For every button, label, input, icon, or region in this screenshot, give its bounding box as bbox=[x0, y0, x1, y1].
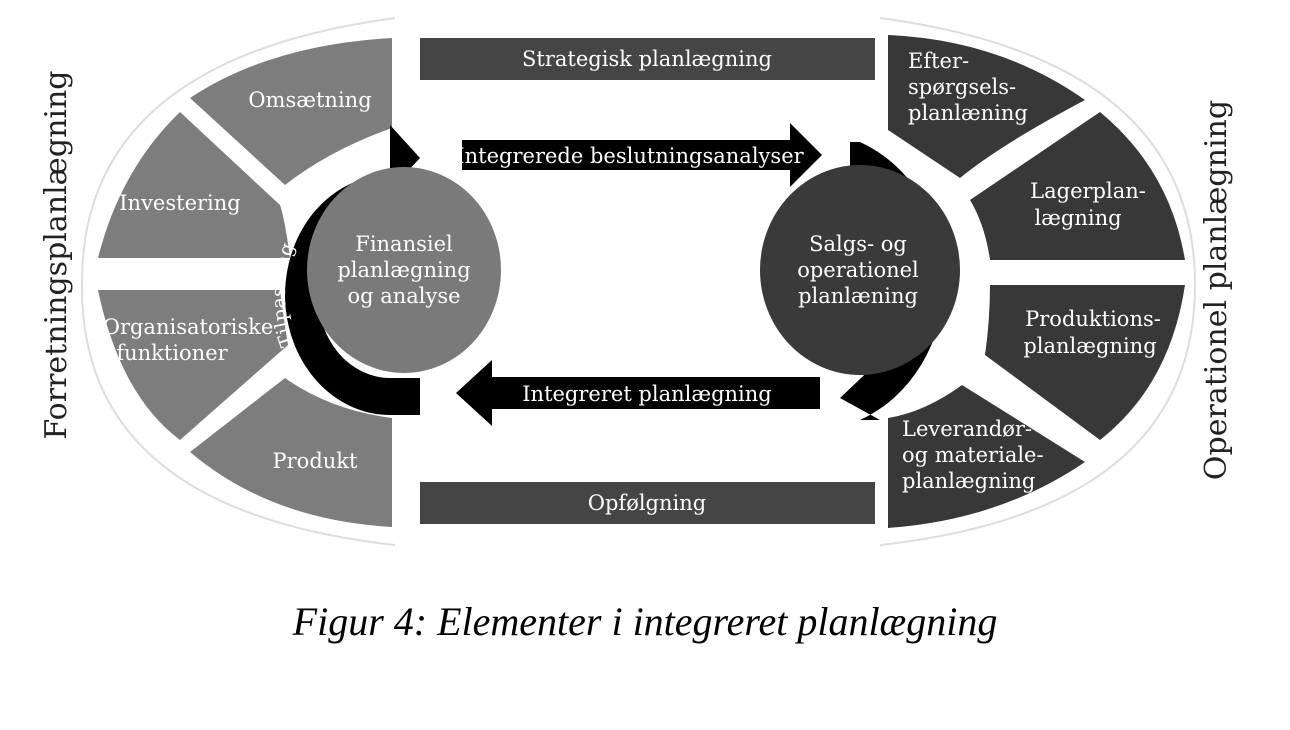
right-petals bbox=[888, 35, 1185, 528]
petal-efterspoergsel-label-2: spørgsels- bbox=[908, 75, 1016, 99]
petal-leverandoer-label-2: og materiale- bbox=[902, 443, 1044, 467]
top-bar bbox=[420, 38, 875, 80]
arrow-left-label: Integreret planlægning bbox=[522, 382, 772, 406]
petal-investering-label: Investering bbox=[119, 191, 240, 215]
left-circle bbox=[307, 167, 501, 373]
arrow-left bbox=[456, 360, 820, 426]
bottom-bar-label: Opfølgning bbox=[588, 491, 706, 515]
figure-caption: Figur 4: Elementer i integreret planlægn… bbox=[292, 599, 998, 644]
right-circle-line-2: operationel bbox=[797, 258, 919, 282]
petal-omsaetning-label: Omsætning bbox=[248, 88, 371, 112]
petal-leverandoer-label-1: Leverandør- bbox=[902, 417, 1032, 441]
petal-lager-label-2: lægning bbox=[1034, 206, 1121, 230]
left-circle-line-2: planlægning bbox=[337, 258, 470, 282]
integrated-planning-diagram: Strategisk planlægning Opfølgning Omsætn… bbox=[39, 17, 1234, 546]
petal-organisatoriske-label-1: Organisatoriske bbox=[103, 315, 274, 339]
petal-lager-label-1: Lagerplan- bbox=[1030, 179, 1146, 203]
petal-organisatoriske-label-2: funktioner bbox=[116, 341, 228, 365]
petal-produkt bbox=[190, 378, 392, 527]
left-side-label: Forretningsplanlægning bbox=[39, 70, 74, 439]
right-circle-line-1: Salgs- og bbox=[809, 232, 907, 256]
left-circle-line-3: og analyse bbox=[347, 284, 460, 308]
outer-outline bbox=[80, 17, 1197, 546]
petal-organisatoriske bbox=[98, 290, 288, 440]
right-circle bbox=[760, 165, 960, 375]
petal-omsaetning bbox=[190, 38, 392, 185]
petal-efterspoergsel-label-3: planlæning bbox=[908, 101, 1028, 125]
petal-efterspoergsel-label-1: Efter- bbox=[908, 49, 969, 73]
petal-investering bbox=[98, 112, 290, 258]
top-bar-label: Strategisk planlægning bbox=[522, 47, 772, 71]
petal-produktion-label-1: Produktions- bbox=[1025, 307, 1161, 331]
arrow-right-label: Integrerede beslutningsanalyser bbox=[456, 144, 804, 168]
arrow-right bbox=[462, 123, 822, 187]
petal-leverandoer bbox=[888, 385, 1085, 528]
bottom-bar bbox=[420, 482, 875, 524]
left-circle-line-1: Finansiel bbox=[355, 232, 453, 256]
petal-produktion bbox=[985, 285, 1185, 440]
petal-lager bbox=[970, 112, 1185, 260]
petal-produkt-label: Produkt bbox=[273, 449, 359, 473]
right-side-label: Operationel planlægning bbox=[1199, 100, 1234, 480]
petal-leverandoer-label-3: planlægning bbox=[902, 469, 1035, 493]
petal-produktion-label-2: planlægning bbox=[1023, 334, 1156, 358]
petal-efterspoergsel bbox=[888, 35, 1085, 178]
right-circle-line-3: planlæning bbox=[798, 284, 918, 308]
left-petals bbox=[98, 38, 392, 527]
